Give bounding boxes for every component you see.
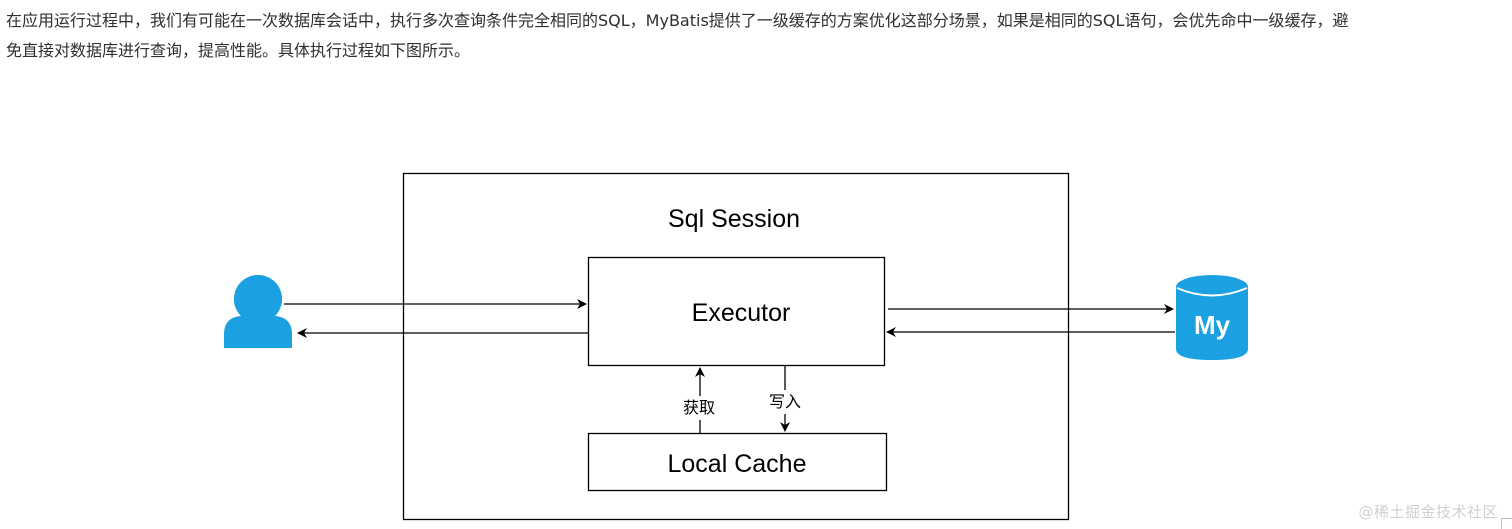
- write-label-bg: [764, 390, 806, 414]
- article-paragraph: 在应用运行过程中，我们有可能在一次数据库会话中，执行多次查询条件完全相同的SQL…: [6, 6, 1506, 66]
- article-line-2: 免直接对数据库进行查询，提高性能。具体执行过程如下图所示。: [6, 41, 471, 60]
- get-label-bg: [678, 396, 720, 420]
- executor-box: [587, 256, 886, 367]
- local-cache-label: Local Cache: [668, 450, 807, 478]
- watermark: @稀土掘金技术社区: [1358, 503, 1498, 521]
- executor-label: Executor: [692, 299, 791, 327]
- local-cache-box: [587, 432, 888, 492]
- db-logo-text: My: [1194, 310, 1231, 340]
- write-label: 写入: [769, 392, 801, 411]
- resize-corner: [1501, 518, 1512, 529]
- sql-session-label: Sql Session: [668, 205, 800, 233]
- get-label: 获取: [683, 398, 715, 417]
- user-icon: [224, 275, 292, 348]
- article-line-1: 在应用运行过程中，我们有可能在一次数据库会话中，执行多次查询条件完全相同的SQL…: [6, 11, 1349, 30]
- mysql-database-icon: My: [1176, 275, 1248, 360]
